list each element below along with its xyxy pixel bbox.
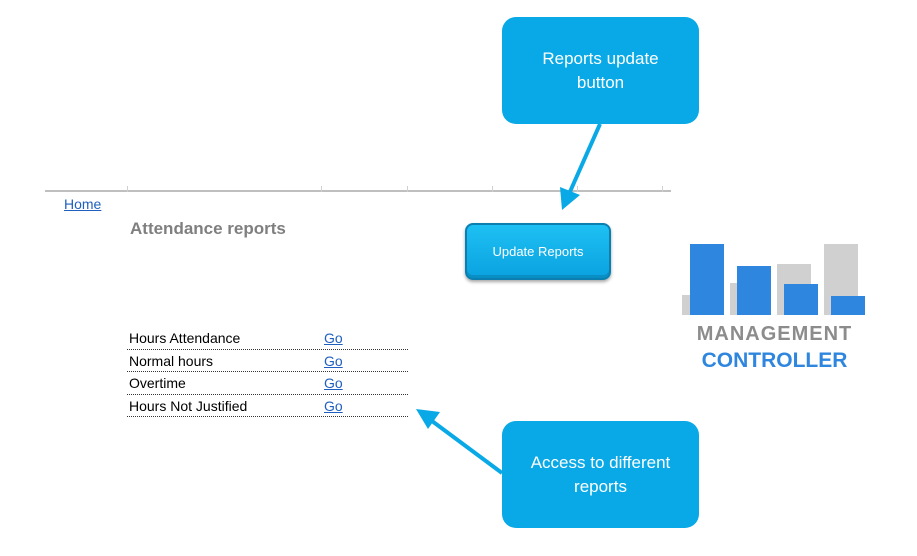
update-reports-button[interactable]: Update Reports (465, 223, 611, 280)
callout-line: Reports update (542, 48, 659, 68)
go-link-normal-hours[interactable]: Go (324, 352, 343, 369)
callout-update-hint: Reports update button (502, 17, 699, 124)
column-divider (321, 186, 322, 192)
go-link-overtime[interactable]: Go (324, 375, 343, 391)
column-divider (492, 186, 493, 192)
report-label: Overtime (129, 375, 186, 391)
report-row-normal-hours: Normal hours Go (127, 350, 408, 372)
management-controller-logo-icon (682, 244, 865, 315)
column-divider (127, 186, 128, 192)
arrow-to-update-button (560, 123, 602, 210)
logo-text-controller: CONTROLLER (701, 349, 848, 372)
callout-line: button (576, 72, 625, 92)
report-row-hours-not-justified: Hours Not Justified Go (127, 395, 408, 417)
report-row-overtime: Overtime Go (127, 372, 408, 395)
header-divider (45, 190, 671, 192)
column-divider (577, 186, 578, 192)
go-link-hours-attendance[interactable]: Go (324, 330, 343, 346)
logo-text-management: MANAGEMENT (696, 323, 853, 345)
report-list: Hours Attendance Go Normal hours Go Over… (127, 327, 408, 417)
callout-line: Access to different (530, 452, 671, 472)
arrow-to-report-list (416, 409, 504, 475)
column-divider (662, 186, 663, 192)
page-title: Attendance reports (130, 219, 286, 238)
report-row-hours-attendance: Hours Attendance Go (127, 327, 408, 350)
go-link-hours-not-justified[interactable]: Go (324, 397, 343, 414)
home-link[interactable]: Home (64, 196, 102, 212)
report-label: Hours Attendance (129, 330, 241, 346)
report-label: Hours Not Justified (129, 397, 248, 414)
column-divider (407, 186, 408, 192)
callout-line: reports (574, 476, 627, 496)
callout-reports-hint: Access to different reports (502, 421, 699, 528)
report-label: Normal hours (129, 352, 214, 369)
